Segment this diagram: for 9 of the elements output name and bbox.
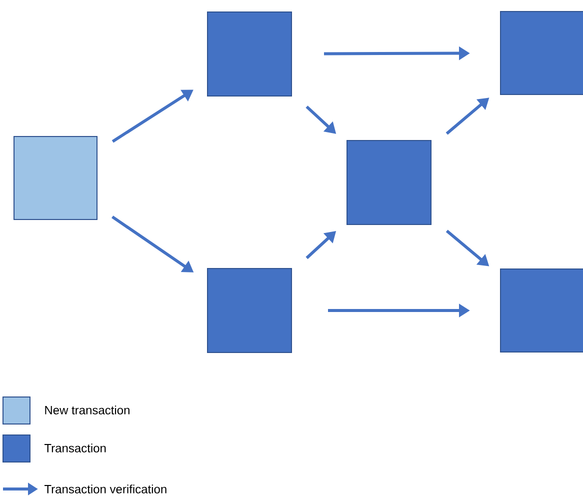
- transaction-box: [207, 268, 292, 353]
- legend-label: Transaction: [44, 444, 106, 452]
- transaction-box: [500, 11, 583, 95]
- transaction-box: [207, 12, 292, 96]
- legend-label: New transaction: [45, 406, 130, 414]
- transaction-box: [500, 268, 583, 352]
- transaction-box: [14, 136, 98, 220]
- transaction-box: [346, 140, 432, 225]
- legend-label: Transaction verification: [44, 484, 166, 494]
